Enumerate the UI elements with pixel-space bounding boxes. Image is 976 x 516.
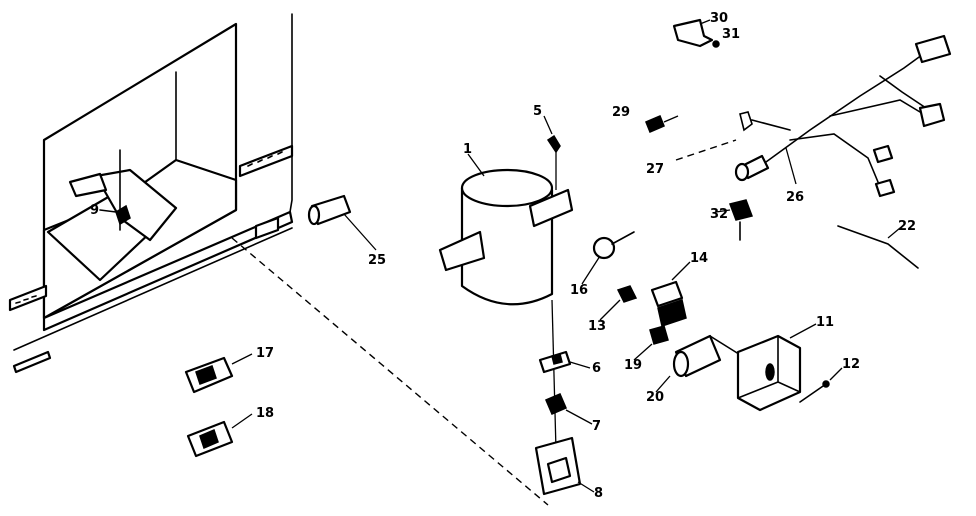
callout-29: 29 <box>612 105 630 120</box>
cabinet-assembly <box>8 13 294 374</box>
callout-26: 26 <box>786 190 804 205</box>
reference-line <box>231 237 549 506</box>
callout-13: 13 <box>588 319 606 334</box>
callout-8: 8 <box>594 486 603 501</box>
callout-32: 32 <box>710 207 728 222</box>
callout-1: 1 <box>463 142 472 157</box>
part-grommet-32 <box>715 199 753 241</box>
part-connector-17 <box>184 353 253 394</box>
callout-17: 17 <box>256 346 274 361</box>
part-fitting-30-31 <box>672 18 720 48</box>
part-wiring-harness-26 <box>734 34 952 198</box>
callout-20: 20 <box>646 390 664 405</box>
part-base-bracket-8 <box>534 436 595 496</box>
callout-25: 25 <box>368 253 386 268</box>
part-capacitor-20 <box>655 334 743 393</box>
leader-27 <box>675 139 737 161</box>
part-grommet-5 <box>543 115 561 190</box>
part-relay-16 <box>581 231 635 285</box>
callout-5: 5 <box>533 104 542 119</box>
callout-labels: 1 5 6 7 8 9 11 12 13 14 16 17 18 19 20 2… <box>90 11 916 501</box>
part-clip-13 <box>599 285 638 321</box>
callout-14: 14 <box>690 251 708 266</box>
part-strap-22 <box>837 225 919 269</box>
part-screw-12 <box>799 367 843 403</box>
part-grommet-7 <box>545 393 593 425</box>
callout-18: 18 <box>256 406 274 421</box>
callout-19: 19 <box>624 358 642 373</box>
part-tube-25 <box>307 194 377 251</box>
callout-30: 30 <box>710 11 728 26</box>
part-compressor-1 <box>438 153 574 306</box>
part-29 <box>645 115 679 133</box>
part-connector-18 <box>186 413 253 458</box>
callout-9: 9 <box>90 203 99 218</box>
part-relay-block-11 <box>736 323 817 412</box>
callout-7: 7 <box>592 419 601 434</box>
callout-12: 12 <box>842 357 860 372</box>
callout-31: 31 <box>722 27 740 42</box>
part-bracket-6 <box>538 350 591 374</box>
part-screw-9 <box>99 204 131 226</box>
callout-22: 22 <box>898 219 916 234</box>
part-nut-19 <box>633 325 669 361</box>
part-overload-14 <box>650 261 691 327</box>
callout-27: 27 <box>646 162 664 177</box>
callout-11: 11 <box>816 315 834 330</box>
callout-6: 6 <box>592 361 601 376</box>
callout-16: 16 <box>570 283 588 298</box>
mount-line <box>551 299 557 451</box>
